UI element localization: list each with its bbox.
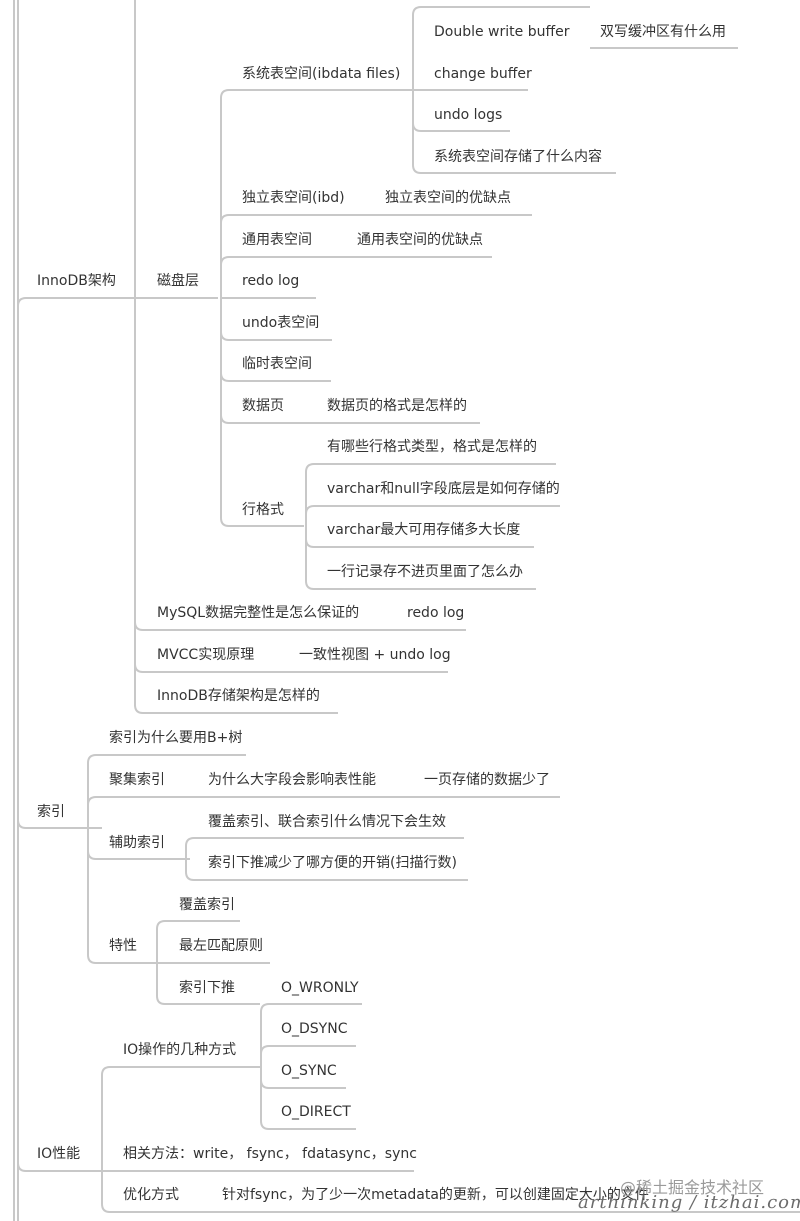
node-row-format-question-2[interactable]: varchar和null字段底层是如何存储的 (326, 480, 561, 498)
disk-children-branch-4 (220, 331, 332, 341)
index-children-branch-1 (87, 796, 200, 806)
node-o-direct[interactable]: O_DIRECT (280, 1103, 352, 1121)
node-change-buffer[interactable]: change buffer (433, 65, 533, 83)
systs-children-branch-3 (412, 164, 616, 174)
index-children-branch-0 (87, 754, 246, 764)
node-system-tablespace[interactable]: 系统表空间(ibdata files) (241, 65, 402, 83)
io-modes-children-branch-3 (260, 1120, 356, 1130)
disk-children-branch-1 (220, 214, 362, 224)
row-format-children-branch-1 (305, 505, 560, 515)
disk-children-branch-5 (220, 372, 331, 382)
node-row-format-question-3[interactable]: varchar最大可用存储多大长度 (326, 521, 522, 539)
disk-children-branch-6 (220, 414, 305, 424)
innodb-children-branch-1 (134, 663, 448, 673)
node-row-format-question-1[interactable]: 有哪些行格式类型，格式是怎样的 (326, 438, 538, 456)
index-children-branch-3 (87, 954, 158, 964)
systs-children-branch-0 (412, 6, 590, 16)
index-children-branch-2 (87, 850, 190, 860)
node-undo-tablespace[interactable]: undo表空间 (241, 314, 321, 332)
node-index-features[interactable]: 特性 (108, 937, 138, 955)
node-double-write-buffer[interactable]: Double write buffer (433, 23, 571, 41)
node-row-format[interactable]: 行格式 (241, 501, 285, 519)
io-modes-children-branch-1 (260, 1045, 356, 1055)
level1-branch-2 (17, 1162, 102, 1172)
node-index-pushdown[interactable]: 索引下推 (178, 979, 236, 997)
node-data-integrity-answer[interactable]: redo log (406, 604, 466, 622)
node-mvcc[interactable]: MVCC实现原理 (156, 646, 256, 664)
node-disk-layer[interactable]: 磁盘层 (156, 272, 200, 290)
node-io-optimization[interactable]: 优化方式 (122, 1186, 180, 1204)
node-mvcc-answer[interactable]: 一致性视图 + undo log (298, 646, 452, 664)
node-io-modes[interactable]: IO操作的几种方式 (122, 1041, 238, 1059)
features-children-branch-2 (156, 995, 260, 1005)
io-children-branch-2 (101, 1203, 800, 1213)
secondary-children-branch-1 (185, 871, 468, 881)
io-modes-children-branch-2 (260, 1079, 346, 1089)
row-format-children-branch-3 (305, 580, 536, 590)
innodb-children-branch-0 (134, 621, 466, 631)
node-data-page[interactable]: 数据页 (241, 397, 285, 415)
innodb-children-branch-2 (134, 704, 338, 714)
node-undo-logs[interactable]: undo logs (433, 106, 504, 124)
disk-children-branch-2 (220, 256, 332, 266)
node-general-tablespace-question[interactable]: 通用表空间的优缺点 (356, 231, 484, 249)
node-covering-index[interactable]: 覆盖索引 (178, 896, 236, 914)
node-why-bplus-tree[interactable]: 索引为什么要用B+树 (108, 729, 244, 747)
node-o-wronly[interactable]: O_WRONLY (280, 979, 360, 997)
level1-branch-0 (17, 297, 132, 307)
node-secondary-index[interactable]: 辅助索引 (108, 834, 166, 852)
node-io-optimization-answer[interactable]: 针对fsync，为了少一次metadata的更新，可以创建固定大小的文件 (221, 1186, 650, 1204)
node-general-tablespace[interactable]: 通用表空间 (241, 231, 313, 249)
features-children-branch-0 (156, 920, 240, 930)
systs-children-branch-2 (412, 122, 510, 132)
node-storage-architecture[interactable]: InnoDB存储架构是怎样的 (156, 687, 321, 705)
node-o-dsync[interactable]: O_DSYNC (280, 1020, 349, 1038)
node-index-pushdown-question[interactable]: 索引下推减少了哪方便的开销(扫描行数) (207, 854, 458, 872)
node-file-per-table[interactable]: 独立表空间(ibd) (241, 189, 346, 207)
disk-children-branch-0 (220, 89, 412, 99)
node-innodb-architecture[interactable]: InnoDB架构 (36, 272, 117, 290)
row-format-children-branch-2 (305, 538, 534, 548)
node-file-per-table-question[interactable]: 独立表空间的优缺点 (384, 189, 512, 207)
watermark-juejin: @稀土掘金技术社区 (620, 1178, 765, 1197)
node-o-sync[interactable]: O_SYNC (280, 1062, 338, 1080)
node-redo-log[interactable]: redo log (241, 272, 301, 290)
watermark-signature: arthinking / itzhai.com (578, 1192, 800, 1213)
level1-branch-1 (17, 819, 102, 829)
node-clustered-index-question[interactable]: 为什么大字段会影响表性能 (207, 771, 377, 789)
disk-children-branch-7 (220, 517, 304, 527)
node-row-format-question-4[interactable]: 一行记录存不进页里面了怎么办 (326, 563, 524, 581)
node-double-write-question[interactable]: 双写缓冲区有什么用 (599, 23, 727, 41)
node-covering-index-question[interactable]: 覆盖索引、联合索引什么情况下会生效 (207, 813, 447, 831)
node-clustered-index-answer[interactable]: 一页存储的数据少了 (423, 771, 551, 789)
node-clustered-index[interactable]: 聚集索引 (108, 771, 166, 789)
node-leftmost-prefix[interactable]: 最左匹配原则 (178, 937, 264, 955)
node-data-page-question[interactable]: 数据页的格式是怎样的 (326, 397, 468, 415)
node-system-tablespace-content[interactable]: 系统表空间存储了什么内容 (433, 148, 603, 166)
secondary-children-branch-0 (185, 837, 464, 847)
row-format-children-branch-0 (305, 463, 556, 473)
node-index[interactable]: 索引 (36, 803, 66, 821)
node-data-integrity[interactable]: MySQL数据完整性是怎么保证的 (156, 604, 361, 622)
node-io-methods[interactable]: 相关方法：write， fsync， fdatasync，sync (122, 1145, 418, 1163)
io-modes-children-branch-0 (260, 1003, 362, 1013)
io-children-branch-0 (101, 1066, 260, 1076)
node-temp-tablespace[interactable]: 临时表空间 (241, 355, 313, 373)
node-io-performance[interactable]: IO性能 (36, 1145, 82, 1163)
